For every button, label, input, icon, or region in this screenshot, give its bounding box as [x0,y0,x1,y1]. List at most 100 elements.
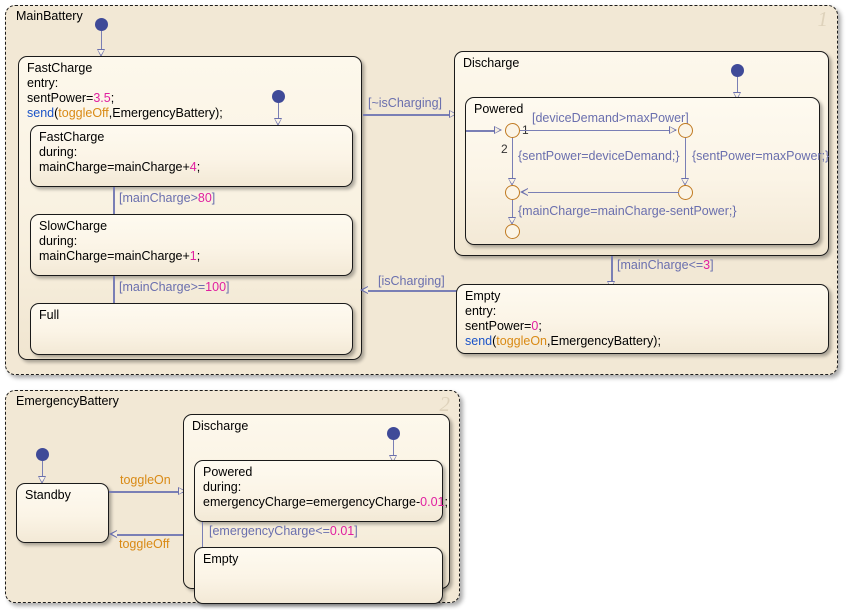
transition-label-maincharge-lte-3: [mainCharge<=3] [617,258,714,272]
state-discharge-emergency[interactable]: Discharge Powered during: emergencyCharg… [183,414,450,604]
state-powered-emergency-label: Powered during: emergencyCharge=emergenc… [203,465,448,510]
state-full-label: Full [39,308,59,323]
state-slowcharge-label: SlowCharge during: mainCharge=mainCharge… [39,219,200,264]
flow-transition-j3-to-j5[interactable] [511,200,514,222]
default-transition-dot-standby [36,448,49,461]
default-transition-dot-powered-emergency [387,427,400,440]
flow-label-sentpower-maxpower: {sentPower=maxPower;} [692,149,830,163]
default-transition-stem-fastcharge-inner [277,103,280,120]
state-slowcharge-name: SlowCharge [39,219,108,233]
state-empty-emergency[interactable]: Empty [194,547,443,604]
default-transition-arrow-standby [38,476,46,484]
flow-junction-3[interactable] [505,185,520,200]
state-empty-main[interactable]: Empty entry: sentPower=0; send(toggleOn,… [456,284,829,354]
transition-label-emergencycharge-lte: [emergencyCharge<=0.01] [209,524,358,538]
state-empty-main-name: Empty [465,289,501,303]
state-fastcharge-super[interactable]: FastCharge entry: sentPower=3.5; send(to… [18,56,362,360]
transition-label-toggle-on: toggleOn [120,473,171,487]
state-discharge-main-label: Discharge [463,56,519,71]
state-fastcharge[interactable]: FastCharge during: mainCharge=mainCharge… [30,125,353,187]
transition-discharge-to-standby[interactable] [114,534,184,536]
transition-label-not-is-charging: [~isCharging] [368,96,442,110]
flow-transition-j1-to-j3[interactable] [511,138,514,182]
state-full[interactable]: Full [30,303,353,355]
transition-arrow-empty-to-fastcharge [360,286,368,295]
state-slowcharge-action: mainCharge=mainCharge+1; [39,249,201,263]
state-fastcharge-super-action-sentpower: sentPower=3.5; [27,91,115,105]
transition-discharge-to-empty[interactable] [611,256,613,285]
default-transition-arrow-powered [733,92,741,100]
transition-standby-to-discharge[interactable] [109,491,184,493]
chart-number-emergency-battery: 2 [439,392,451,416]
state-standby-name: Standby [25,488,71,502]
chart-number-main-battery: 1 [817,7,829,31]
state-powered-emergency-name: Powered [203,465,253,479]
flow-label-maincharge-minus-sentpower: {mainCharge=mainCharge-sentPower;} [518,204,737,218]
chart-title-main-battery: MainBattery [16,9,83,23]
chart-title-emergency-battery: EmergencyBattery [16,394,119,408]
flow-arrow-j3-to-j5 [508,217,516,225]
default-transition-arrow-powered-emergency [389,455,397,463]
state-standby-label: Standby [25,488,71,503]
transition-slowcharge-to-full[interactable] [113,276,115,312]
flow-junction-4[interactable] [678,185,693,200]
flow-transition-j4-to-j3[interactable] [524,191,679,194]
chart-main-battery[interactable]: MainBattery 1 FastCharge entry: sentPowe… [5,5,838,375]
flow-arrow-j1-to-j3 [508,178,516,186]
flow-label-device-demand-gt-maxpower: [deviceDemand>maxPower] [532,111,689,125]
flow-order-label-2: 2 [501,142,508,156]
flow-arrow-j2-to-j4 [681,178,689,186]
state-discharge-main-name: Discharge [463,56,520,70]
transition-arrow-fastcharge-to-discharge [449,110,457,119]
default-transition-dot-powered [731,64,744,77]
flow-transition-j2-to-j4[interactable] [684,138,687,182]
default-transition-stem-fastcharge [100,31,103,51]
state-fastcharge-label: FastCharge during: mainCharge=mainCharge… [39,130,200,175]
state-empty-emergency-name: Empty [203,552,239,566]
state-fastcharge-super-entry: entry: [27,76,59,90]
transition-label-maincharge-gte-100: [mainCharge>=100] [119,280,230,294]
state-slowcharge[interactable]: SlowCharge during: mainCharge=mainCharge… [30,214,353,276]
state-powered-main[interactable]: Powered 1 2 [deviceDemand>maxPower] {sen… [465,97,829,245]
state-discharge-main[interactable]: Discharge Powered 1 2 [deviceDemand>maxP… [454,51,829,256]
state-standby[interactable]: Standby [16,483,109,543]
transition-fastcharge-to-slowcharge[interactable] [113,187,115,223]
transition-arrow-standby-to-discharge [178,487,186,496]
transition-empty-to-fastcharge[interactable] [365,290,459,292]
flow-arrow-j4-to-j3 [520,188,528,197]
default-transition-stem-powered [736,77,739,94]
state-empty-main-entry: entry: [465,304,497,318]
state-discharge-emergency-label: Discharge [192,419,248,434]
transition-arrow-discharge-to-standby [109,530,117,539]
state-empty-main-action-sentpower: sentPower=0; [465,319,542,333]
state-powered-main-label: Powered [474,102,523,117]
state-fastcharge-action: mainCharge=mainCharge+4; [39,160,201,174]
transition-powered-to-empty[interactable] [201,522,204,557]
state-discharge-emergency-name: Discharge [192,419,249,433]
chart-emergency-battery[interactable]: EmergencyBattery 2 Standby toggleOn togg… [5,390,460,604]
default-transition-dot-fastcharge [95,18,108,31]
transition-label-is-charging: [isCharging] [378,274,445,288]
state-fastcharge-during: during: [39,145,78,159]
state-fastcharge-name: FastCharge [39,130,105,144]
state-powered-emergency[interactable]: Powered during: emergencyCharge=emergenc… [194,460,448,522]
state-fastcharge-super-name: FastCharge [27,61,93,75]
state-fastcharge-super-action-send: send(toggleOff,EmergencyBattery); [27,106,223,120]
transition-fastcharge-to-discharge[interactable] [363,114,453,116]
flow-entry-line [466,130,497,132]
state-empty-emergency-label: Empty [203,552,238,567]
state-empty-main-action-send: send(toggleOn,EmergencyBattery); [465,334,661,348]
default-transition-stem-standby [41,461,44,478]
state-powered-main-name: Powered [474,102,524,116]
state-slowcharge-during: during: [39,234,78,248]
flow-arrow-j1-to-j2 [669,126,677,135]
flow-transition-j1-to-j2[interactable] [520,129,676,132]
state-powered-emergency-during: during: [203,480,242,494]
flow-junction-1[interactable] [505,123,520,138]
flow-junction-2[interactable] [678,123,693,138]
default-transition-stem-powered-emergency [392,440,395,457]
state-fastcharge-super-label: FastCharge entry: sentPower=3.5; send(to… [27,61,223,121]
flow-junction-5[interactable] [505,224,520,239]
state-powered-emergency-action: emergencyCharge=emergencyCharge-0.01; [203,495,448,509]
default-transition-arrow-fastcharge [97,49,105,57]
